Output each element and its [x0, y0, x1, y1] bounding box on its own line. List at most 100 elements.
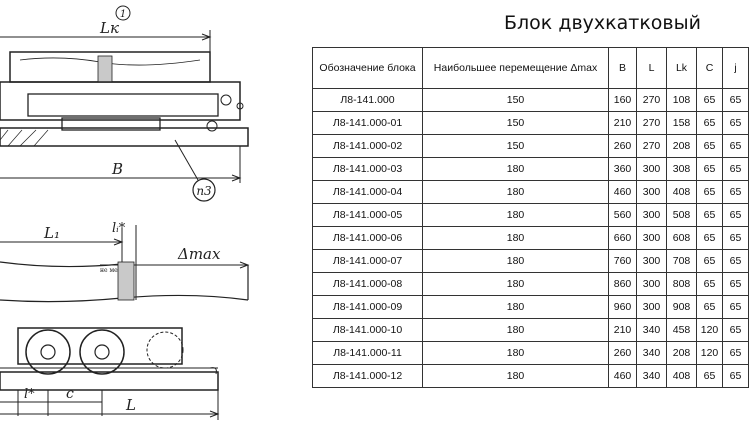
carriage — [17, 327, 183, 365]
table-cell: 408 — [666, 364, 697, 388]
table-cell: 65 — [722, 341, 749, 365]
table-cell: 300 — [636, 180, 667, 204]
table-cell: 808 — [666, 272, 697, 296]
table-cell: 208 — [666, 341, 697, 365]
page-title: Блок двухкатковый — [504, 12, 701, 34]
bar-lower — [61, 117, 161, 131]
table-cell: 180 — [422, 226, 609, 250]
table-cell: 270 — [636, 111, 667, 135]
table-cell: 160 — [608, 88, 637, 112]
table-cell: 660 — [608, 226, 637, 250]
table-cell: 65 — [696, 364, 723, 388]
table-cell: 65 — [696, 180, 723, 204]
table-cell: 65 — [696, 88, 723, 112]
table-cell: 300 — [636, 226, 667, 250]
table-cell: 65 — [722, 157, 749, 181]
table-cell: 108 — [666, 88, 697, 112]
callout-circle — [192, 178, 216, 202]
table-cell: 180 — [422, 203, 609, 227]
table-cell: 180 — [422, 295, 609, 319]
table-cell: 65 — [722, 295, 749, 319]
technical-drawing: 1 Lк п3 B L₁ lᵢ* — [0, 0, 300, 429]
column-header: C — [696, 47, 723, 89]
lstar-label: l* — [24, 387, 35, 402]
roller-1-hub — [40, 344, 56, 360]
c-label: c — [66, 386, 74, 402]
circle-marker — [115, 5, 131, 21]
inner-bar — [27, 93, 219, 117]
lk-label: Lк — [99, 19, 119, 37]
table-cell: 65 — [722, 272, 749, 296]
table-cell: 120 — [696, 341, 723, 365]
table-cell: 908 — [666, 295, 697, 319]
table-cell: 65 — [722, 111, 749, 135]
table-cell: 760 — [608, 249, 637, 273]
table-cell: 180 — [422, 180, 609, 204]
table-cell: 270 — [636, 134, 667, 158]
table-cell: 560 — [608, 203, 637, 227]
table-cell: 158 — [666, 111, 697, 135]
l-arrow — [209, 410, 220, 418]
column-header: Обозначение блока — [312, 47, 423, 89]
table-cell: 65 — [696, 249, 723, 273]
b-label: B — [111, 160, 123, 178]
table-cell: 65 — [696, 134, 723, 158]
roller-3 — [146, 331, 184, 369]
table-cell: 65 — [722, 364, 749, 388]
note-label: не менее — [100, 267, 129, 274]
roller-2-hub — [94, 344, 110, 360]
table-cell: 260 — [608, 134, 637, 158]
column-header: j — [722, 47, 749, 89]
table-cell: Л8-141.000-09 — [312, 295, 423, 319]
base-hatch-top — [0, 129, 49, 147]
table-cell: 300 — [636, 157, 667, 181]
table-cell: 210 — [608, 318, 637, 342]
table-cell: 65 — [722, 226, 749, 250]
table-cell: 180 — [422, 364, 609, 388]
table-cell: Л8-141.000-01 — [312, 111, 423, 135]
column-header: Наибольшее перемещение Δmax — [422, 47, 609, 89]
table-cell: 65 — [696, 295, 723, 319]
table-cell: 65 — [696, 111, 723, 135]
table-cell: Л8-141.000-07 — [312, 249, 423, 273]
base-plate-top — [0, 127, 249, 147]
column-header: B — [608, 47, 637, 89]
table-cell: 150 — [422, 88, 609, 112]
table-cell: 65 — [722, 249, 749, 273]
l-label: L — [125, 396, 136, 414]
bolt-top — [220, 94, 232, 106]
roller-1 — [25, 329, 71, 375]
table-cell: Л8-141.000-11 — [312, 341, 423, 365]
table-cell: 210 — [608, 111, 637, 135]
table-cell: 120 — [696, 318, 723, 342]
table-cell: 408 — [666, 180, 697, 204]
base-end-right — [209, 367, 217, 375]
table-cell: 458 — [666, 318, 697, 342]
table-cell: 180 — [422, 249, 609, 273]
table-cell: 65 — [722, 88, 749, 112]
table-cell: Л8-141.000-08 — [312, 272, 423, 296]
callout-label: п3 — [196, 184, 212, 198]
table-cell: 708 — [666, 249, 697, 273]
table-cell: 65 — [696, 272, 723, 296]
table-cell: Л8-141.000-03 — [312, 157, 423, 181]
table-cell: 65 — [696, 226, 723, 250]
table-cell: 65 — [722, 180, 749, 204]
table-cell: 460 — [608, 180, 637, 204]
table-cell: 260 — [608, 341, 637, 365]
table-cell: 308 — [666, 157, 697, 181]
table-cell: 300 — [636, 272, 667, 296]
table-cell: 960 — [608, 295, 637, 319]
delta-label: Δmax — [177, 245, 221, 263]
table-cell: 150 — [422, 111, 609, 135]
table-cell: 65 — [696, 203, 723, 227]
